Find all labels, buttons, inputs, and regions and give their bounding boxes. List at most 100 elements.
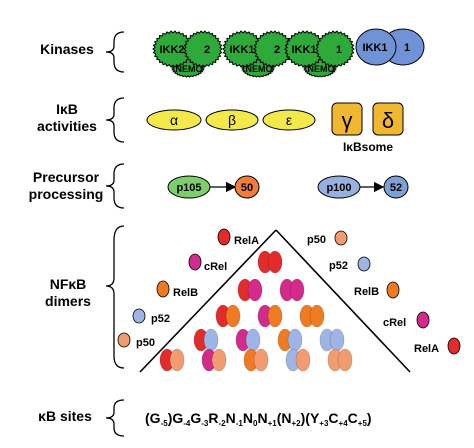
kinase-ikk1-homodimer: IKK1 1 xyxy=(355,28,425,66)
label-crel-right: cRel xyxy=(383,317,406,329)
ikb-epsilon-shape xyxy=(262,109,316,131)
monomer-p50-right xyxy=(334,230,348,246)
kinases-label: Kinases xyxy=(40,41,94,57)
monomer-p52-right xyxy=(357,256,371,272)
label-relb-left: RelB xyxy=(173,287,198,299)
brace-ikb xyxy=(105,97,125,143)
kinase-2-nemo-label: NEMO xyxy=(246,64,273,74)
seq-c4: C xyxy=(328,410,338,426)
dimer-12-subunit-2 xyxy=(211,348,227,372)
seq-sub-m4: -4 xyxy=(183,419,191,428)
seq-y3: )(Y xyxy=(301,410,320,426)
triangle-right-edge xyxy=(275,229,411,373)
seq-n0: N xyxy=(243,410,253,426)
kinase-subunit-shape xyxy=(253,30,293,68)
precursor-group: p105 50 p100 52 xyxy=(167,175,409,199)
seq-open-1: (G xyxy=(145,410,161,426)
ikb-label-line2: activities xyxy=(37,118,97,134)
ikb-beta-shape xyxy=(205,109,259,131)
ikb-delta-label: δ xyxy=(382,108,394,133)
seq-sub-m2: -2 xyxy=(219,419,227,428)
ikb-beta-label: β xyxy=(228,112,236,128)
ikbsome-label: IκBsome xyxy=(343,140,393,154)
kinase-subunit-shape xyxy=(315,30,355,68)
dimer-14-subunit-2 xyxy=(295,348,311,372)
precursor-processing-label: Precursor processing xyxy=(18,169,114,203)
brace-precursor xyxy=(105,163,125,209)
ikb-activities-group: α β ε γ δ IκBsome xyxy=(146,102,404,154)
brace-kinases xyxy=(105,31,125,73)
seq-sub-0: 0 xyxy=(253,419,258,428)
label-p50-left: p50 xyxy=(136,337,155,349)
monomer-rela-right xyxy=(447,337,461,355)
p52-label: 52 xyxy=(390,182,402,194)
dimer-1-subunit-2 xyxy=(267,250,283,274)
precursor-label-line1: Precursor xyxy=(32,169,100,185)
seq-sub-p4: +4 xyxy=(339,419,349,428)
ikb-epsilon-label: ε xyxy=(286,112,292,128)
seq-np2: (N xyxy=(277,410,292,426)
dimer-4-subunit-2 xyxy=(225,304,241,328)
kinase-1-right-label: 2 xyxy=(204,44,210,56)
kinases-group: IKK2 2 NEMO IKK1 2 NEMO IKK1 1 NEMO xyxy=(152,28,425,78)
seq-n1: N xyxy=(226,410,236,426)
monomer-p52-left xyxy=(132,308,146,324)
p105-label: p105 xyxy=(176,182,201,194)
dimer-7-subunit-2 xyxy=(203,328,219,352)
seq-sub-p3: +3 xyxy=(319,419,329,428)
dimer-13-subunit-2 xyxy=(253,348,269,372)
p50-shape xyxy=(234,175,260,199)
dimer-8-subunit-2 xyxy=(245,328,261,352)
kinase-1-nemo-label: NEMO xyxy=(176,64,203,74)
kinase-4-right-label: 1 xyxy=(404,42,410,54)
triangle-left-edge xyxy=(139,229,277,373)
dimer-5-subunit-2 xyxy=(267,304,283,328)
dimer-2-subunit-2 xyxy=(247,278,263,302)
precursor-label-line2: processing xyxy=(28,186,104,202)
seq-sub-m5: -5 xyxy=(161,419,169,428)
label-p52-left: p52 xyxy=(151,313,170,325)
ikb-alpha-label: α xyxy=(170,112,178,128)
seq-close: ) xyxy=(367,410,372,426)
ikb-label-line1: IκB xyxy=(56,101,78,117)
monomer-p50-left xyxy=(117,332,131,348)
kb-site-sequence: (G-5)G-4G-3R-2N-1N0N+1(N+2)(Y+3C+4C+5) xyxy=(145,410,372,428)
ikb-delta-shape xyxy=(372,102,404,136)
dimers-label-line1: NFκB xyxy=(49,276,87,292)
label-rela-left: RelA xyxy=(234,235,259,247)
seq-c5: C xyxy=(348,410,358,426)
kinase-ikk1-ikk2-nemo: IKK1 2 NEMO xyxy=(222,30,293,78)
seq-sub-p2: +2 xyxy=(292,419,302,428)
kinase-2-left-label: IKK1 xyxy=(229,44,254,56)
monomer-relb-left xyxy=(156,280,170,298)
label-crel-left: cRel xyxy=(204,261,227,273)
dimers-label-line2: dimers xyxy=(45,293,91,309)
seq-sub-m3: -3 xyxy=(201,419,209,428)
kinase-3-nemo-label: NEMO xyxy=(308,64,335,74)
p100-label: p100 xyxy=(326,182,351,194)
p52-shape xyxy=(383,175,409,199)
label-p52-right: p52 xyxy=(329,260,348,272)
seq-sub-p1: +1 xyxy=(268,419,278,428)
dimer-6-subunit-2 xyxy=(309,304,325,328)
kinase-subunit-shape xyxy=(284,30,326,68)
kb-sites-label: κB sites xyxy=(38,408,92,424)
monomer-rela-top xyxy=(217,228,231,246)
kinase-ikk2-ikk2-nemo: IKK2 2 NEMO xyxy=(152,30,223,78)
kinase-2-right-label: 2 xyxy=(274,44,280,56)
dimer-10-subunit-2 xyxy=(329,328,345,352)
dimer-15-subunit-2 xyxy=(337,348,353,372)
kinase-subunit-shape xyxy=(152,30,194,68)
nfkb-dimers-label: NFκB dimers xyxy=(32,276,104,310)
seq-sub-m1: -1 xyxy=(236,419,244,428)
monomer-relb-right xyxy=(386,281,400,299)
kinase-subunit-shape xyxy=(222,30,264,68)
dimer-9-subunit-2 xyxy=(287,328,303,352)
monomer-crel-right xyxy=(416,311,430,329)
dimer-pairs xyxy=(159,250,353,372)
kinase-3-left-label: IKK1 xyxy=(291,44,316,56)
p50-label: 50 xyxy=(241,182,253,194)
label-rela-right: RelA xyxy=(414,343,439,355)
dimer-monomer-labels: RelA cRel RelB p52 p50 p50 p52 RelB cRel… xyxy=(117,228,461,355)
